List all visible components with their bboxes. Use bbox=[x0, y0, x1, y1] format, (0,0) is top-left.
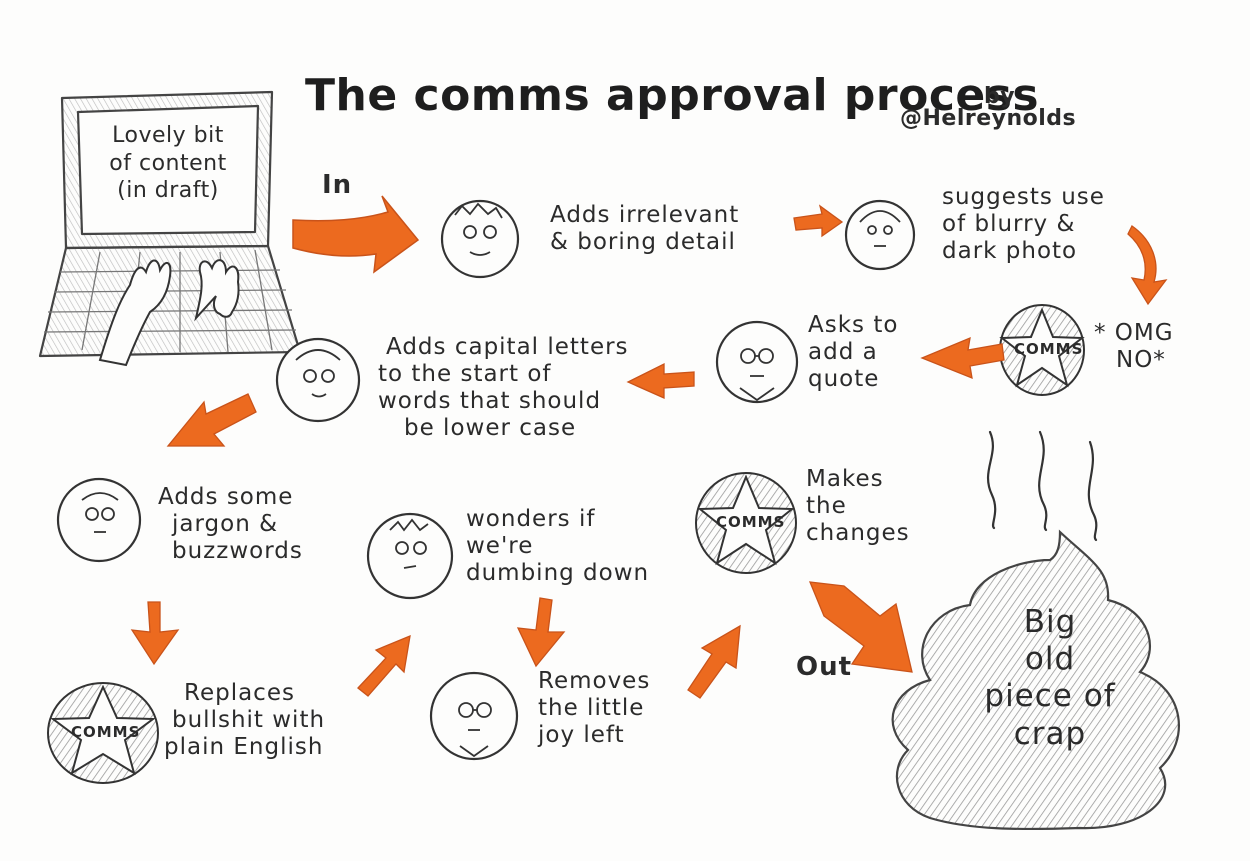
comms-badge-label: COMMS bbox=[716, 513, 786, 531]
step-line: words that should bbox=[378, 388, 602, 415]
outcome-line: old bbox=[1024, 641, 1076, 678]
typing-hands-icon bbox=[98, 259, 240, 367]
comms-badge-label: COMMS bbox=[71, 723, 141, 741]
comms-star-badge-icon bbox=[47, 304, 1085, 784]
byline-by: by bbox=[984, 84, 1016, 109]
step-text: Adds capital letters to the start of wor… bbox=[378, 334, 629, 443]
step-line: * OMG bbox=[1094, 320, 1174, 346]
steam-icon bbox=[986, 430, 1098, 542]
step-line: the little bbox=[538, 695, 645, 722]
outcome-line: Big bbox=[1023, 604, 1077, 640]
step-text: Removes the little joy left bbox=[538, 668, 650, 749]
step-text: Replaces bullshit with plain English bbox=[164, 680, 326, 761]
step-line: we're bbox=[466, 533, 534, 560]
step-line: suggests use bbox=[942, 184, 1105, 210]
step-line: NO* bbox=[1116, 347, 1166, 374]
step-line: the bbox=[806, 493, 847, 520]
step-line: buzzwords bbox=[172, 538, 303, 565]
outcome-line: piece of bbox=[984, 678, 1116, 715]
step-text: wonders if we're dumbing down bbox=[466, 506, 649, 587]
step-line: wonders if bbox=[466, 506, 596, 532]
outcome-line: crap bbox=[1013, 715, 1087, 752]
step-line: quote bbox=[808, 366, 880, 393]
step-line: bullshit with bbox=[172, 707, 326, 734]
step-line: of blurry & bbox=[942, 211, 1076, 238]
step-line: Removes bbox=[538, 668, 651, 694]
page-title: The comms approval process bbox=[305, 70, 1040, 121]
laptop-line: Lovely bit bbox=[112, 123, 224, 148]
step-line: Adds some bbox=[158, 484, 294, 510]
step-line: Replaces bbox=[184, 680, 295, 706]
step-line: Adds capital letters bbox=[386, 334, 629, 360]
arrow-in-label: In bbox=[322, 170, 353, 200]
step-text: Asks to add a quote bbox=[808, 312, 898, 393]
step-text: suggests use of blurry & dark photo bbox=[942, 184, 1105, 265]
step-line: add a bbox=[808, 339, 878, 366]
comms-badge-label: COMMS bbox=[1014, 340, 1084, 358]
step-line: plain English bbox=[164, 734, 324, 761]
step-line: dumbing down bbox=[466, 560, 650, 587]
outcome-text: Big old piece of crap bbox=[960, 604, 1140, 753]
arrow-icon bbox=[130, 204, 1168, 699]
step-line: to the start of bbox=[378, 361, 552, 388]
step-line: dark photo bbox=[942, 238, 1078, 265]
step-text: Makes the changes bbox=[806, 466, 910, 547]
laptop-line: (in draft) bbox=[117, 178, 219, 203]
step-line: Adds irrelevant bbox=[550, 202, 740, 228]
poop-icon bbox=[891, 529, 1181, 831]
arrow-icon bbox=[292, 195, 420, 274]
arrow-out-label: Out bbox=[796, 652, 853, 682]
laptop-screen-text: Lovely bit of content (in draft) bbox=[86, 122, 250, 205]
step-text: Adds irrelevant & boring detail bbox=[550, 202, 739, 256]
step-line: jargon & bbox=[172, 511, 279, 538]
step-line: joy left bbox=[538, 722, 625, 749]
step-line: Makes bbox=[806, 466, 884, 492]
byline-handle: @Helreynolds bbox=[900, 106, 1077, 131]
step-line: be lower case bbox=[404, 415, 577, 442]
step-line: changes bbox=[806, 520, 910, 547]
laptop-line: of content bbox=[109, 150, 227, 176]
step-line: & boring detail bbox=[550, 229, 736, 256]
step-text: * OMG NO* bbox=[1094, 320, 1174, 374]
step-text: Adds some jargon & buzzwords bbox=[158, 484, 303, 565]
step-line: Asks to bbox=[808, 312, 899, 338]
